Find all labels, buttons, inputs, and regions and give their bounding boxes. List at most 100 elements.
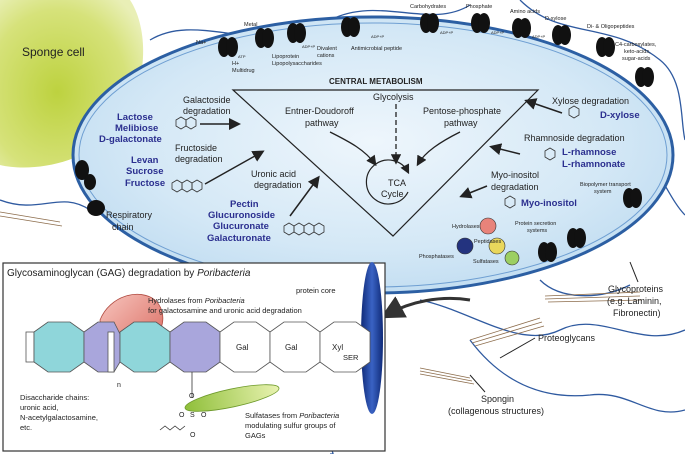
peptidases-label: Peptidases — [474, 239, 501, 245]
label-adp-2: ADP+P — [371, 34, 385, 39]
tca-label-1: TCA — [388, 178, 406, 188]
sulfatases-gag-label-3: GAGs — [245, 431, 266, 440]
label-c4-2: keto-acids, — [624, 49, 651, 55]
xylose-arrow — [524, 98, 563, 114]
pentose-label-2: pathway — [444, 118, 478, 128]
myo-degradation-label-1: Myo-inositol — [491, 170, 539, 180]
collagen-fibers — [0, 211, 643, 385]
label-d-xylose-top: D-xylose — [545, 16, 566, 22]
sulfatases-circle — [504, 250, 520, 266]
label-adp-4: ADP+P — [491, 30, 505, 35]
melibiose-label: Melibiose — [115, 123, 158, 134]
central-metabolism-title: CENTRAL METABOLISM — [329, 77, 423, 86]
glucuronoside-label: Glucuronoside — [208, 210, 275, 221]
myo-degradation-label-2: degradation — [491, 182, 539, 192]
entner-label-2: pathway — [305, 118, 339, 128]
biopolymer-label-2: system — [594, 189, 612, 195]
respiratory-label-2: chain — [112, 222, 134, 232]
label-multidrug: Multidrug — [232, 68, 255, 74]
uronic-molecule-icon — [283, 222, 325, 236]
label-antimicrobial: Antimicrobial peptide — [351, 46, 402, 52]
entner-arrow — [329, 131, 377, 167]
uronic-label-1: Uronic acid — [251, 169, 296, 179]
pentose-arrow — [416, 131, 461, 167]
d-xylose-label: D-xylose — [600, 110, 640, 121]
label-adp-1: ADP+P — [302, 44, 316, 49]
ser-label: SER — [343, 353, 359, 362]
l-rhamnose-label: L-rhamnose — [562, 147, 616, 158]
sponge-cell-label: Sponge cell — [22, 45, 85, 59]
hydrolases-label: Hydrolases — [452, 224, 480, 230]
xylose-molecule-icon — [568, 105, 580, 119]
rhamnose-molecule-icon — [544, 147, 556, 161]
fructoside-molecule-icon — [171, 179, 203, 193]
sulfate-o-left: O — [179, 412, 185, 419]
protein-secretion-label-1: Protein secretion — [515, 221, 556, 227]
disaccharide-label-1: Disaccharide chains: — [20, 393, 89, 402]
xyl-label: Xyl — [332, 343, 343, 352]
uronic-label-2: degradation — [254, 180, 302, 190]
fructoside-arrow — [204, 150, 265, 185]
label-divalent: Divalent — [317, 46, 337, 52]
label-lipoprotein: Lipoprotein — [272, 54, 299, 60]
label-carbohydrates: Carbohydrates — [410, 4, 446, 10]
peptidases-circle — [488, 237, 506, 255]
protein-core — [361, 262, 383, 414]
glycolysis-label: Glycolysis — [373, 92, 414, 102]
entner-label-1: Entner-Doudoroff — [285, 106, 354, 116]
uronic-arrow — [289, 175, 320, 217]
levan-label: Levan — [131, 155, 159, 166]
sulfatases-gag-label: Sulfatases from Poribacteria — [245, 411, 339, 420]
phosphatases-label: Phosphatases — [419, 254, 454, 260]
label-atp-1: ATP — [238, 54, 246, 59]
protein-secretion-label-2: systems — [527, 228, 547, 234]
label-adp-5: ADP+P — [532, 34, 546, 39]
myo-inositol-molecule-icon — [504, 195, 516, 209]
fructoside-label-1: Fructoside — [175, 143, 217, 153]
respiratory-complex-2 — [84, 174, 96, 190]
spongin-label-1: Spongin — [481, 394, 514, 404]
spongin-pointer — [469, 374, 486, 393]
label-c4-1: C4-carboxylates, — [615, 42, 657, 48]
galacturonate-label: Galacturonate — [207, 233, 271, 244]
tca-cycle — [365, 159, 410, 205]
tca-label-2: Cycle — [381, 189, 404, 199]
spongin-label-2: (collagenous structures) — [448, 406, 544, 416]
label-metal: Metal — [244, 22, 257, 28]
n-label: n — [117, 382, 121, 389]
proteoglycans-pointer — [499, 337, 536, 359]
gal-2-label: Gal — [285, 343, 298, 352]
d-galactonate-label: D-galactonate — [99, 134, 162, 145]
sulfatases-label: Sulfatases — [473, 259, 499, 265]
label-cations: cations — [317, 53, 335, 59]
label-c4-3: sugar-acids — [622, 56, 651, 62]
sulfatase-enzyme — [184, 384, 280, 412]
pectin-label: Pectin — [230, 199, 259, 210]
glycoproteins-pointer — [629, 261, 639, 283]
disaccharide-label-2: uronic acid, — [20, 403, 58, 412]
gag-chain — [25, 321, 371, 373]
galactoside-label-2: degradation — [183, 106, 231, 116]
sulfate-group: O S O O O — [159, 372, 207, 439]
myo-inositol-arrow — [459, 185, 488, 199]
protein-core-label: protein core — [296, 286, 336, 295]
proteoglycans-label: Proteoglycans — [538, 333, 596, 343]
glycoproteins-label-2: (e.g. Laminin, — [607, 296, 662, 306]
central-triangle — [231, 89, 540, 237]
label-amino-acids: Amino acids — [510, 9, 540, 15]
biopolymer-label-1: Biopolymer transport — [580, 182, 631, 188]
rhamnoside-arrow — [489, 143, 521, 156]
galactoside-label-1: Galactoside — [183, 95, 231, 105]
sulfate-s: S — [190, 412, 195, 419]
sulfate-o-bottom: O — [190, 432, 196, 439]
glycoproteins-label-1: Glycoproteins — [608, 284, 664, 294]
hydrolases-gag-label-2: for galactosamine and uronic acid degrad… — [148, 306, 302, 315]
label-di-oligo: Di- & Oligopeptides — [587, 24, 635, 30]
hydrolases-gag-label: Hydrolases from Poribacteria — [148, 296, 245, 305]
l-rhamnonate-label: L-rhamnonate — [562, 159, 625, 170]
transporter-labels: Na+ H+ Multidrug Metal Lipoprotein Lipop… — [196, 4, 657, 74]
sucrose-label: Sucrose — [126, 166, 164, 177]
fructoside-label-2: degradation — [175, 154, 223, 164]
